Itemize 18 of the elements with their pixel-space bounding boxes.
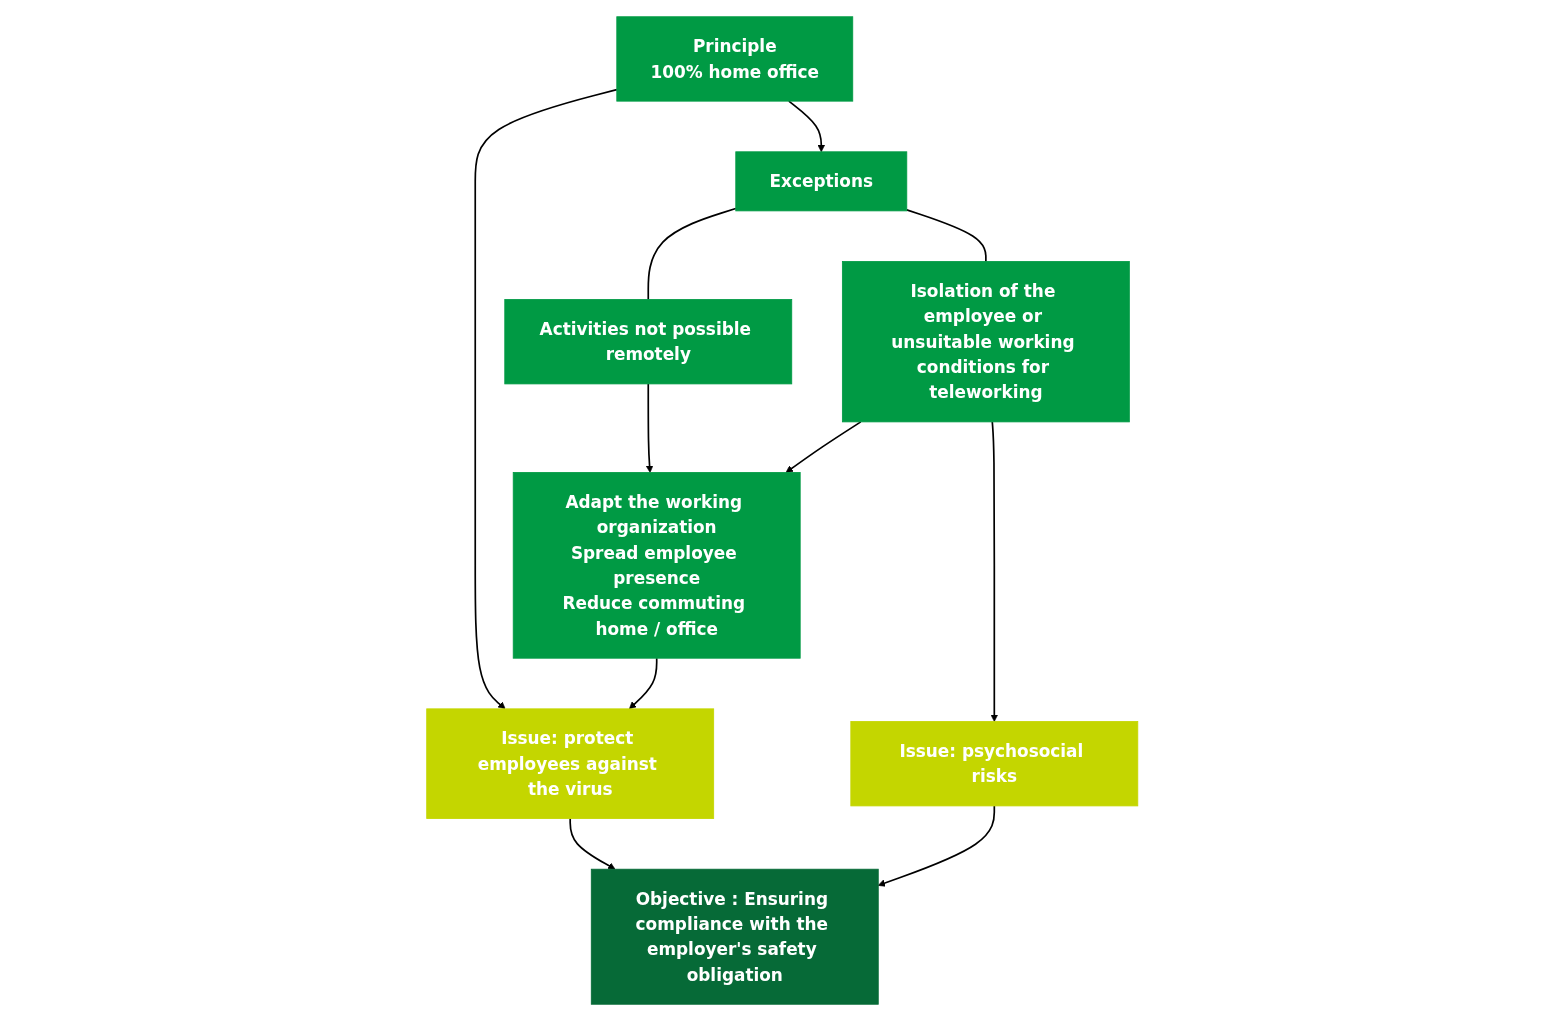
- node-box: Issue: protect employees against the virus: [426, 708, 715, 819]
- arrow: [878, 805, 996, 887]
- arrow: [629, 657, 658, 710]
- arrow: [785, 421, 862, 473]
- node-box: Issue: psychosocial risks: [850, 721, 1139, 807]
- arrow: [474, 88, 618, 710]
- node-box: Activities not possible remotely: [504, 299, 793, 385]
- connector: [906, 209, 987, 263]
- node-box: Exceptions: [735, 151, 908, 212]
- node-box: Isolation of the employee or unsuitable working conditions for teleworking: [842, 261, 1130, 423]
- arrow: [990, 421, 999, 722]
- node-box: Principle 100% home office: [616, 16, 854, 102]
- node-box: Objective : Ensuring compliance with the employer's safety obligation: [591, 868, 879, 1005]
- arrow: [788, 100, 826, 153]
- node-box: Adapt the working organization Spread employee presence Reduce commuting home / office: [513, 472, 801, 659]
- arrow: [569, 817, 616, 870]
- connector: [647, 207, 737, 301]
- arrow: [646, 383, 654, 473]
